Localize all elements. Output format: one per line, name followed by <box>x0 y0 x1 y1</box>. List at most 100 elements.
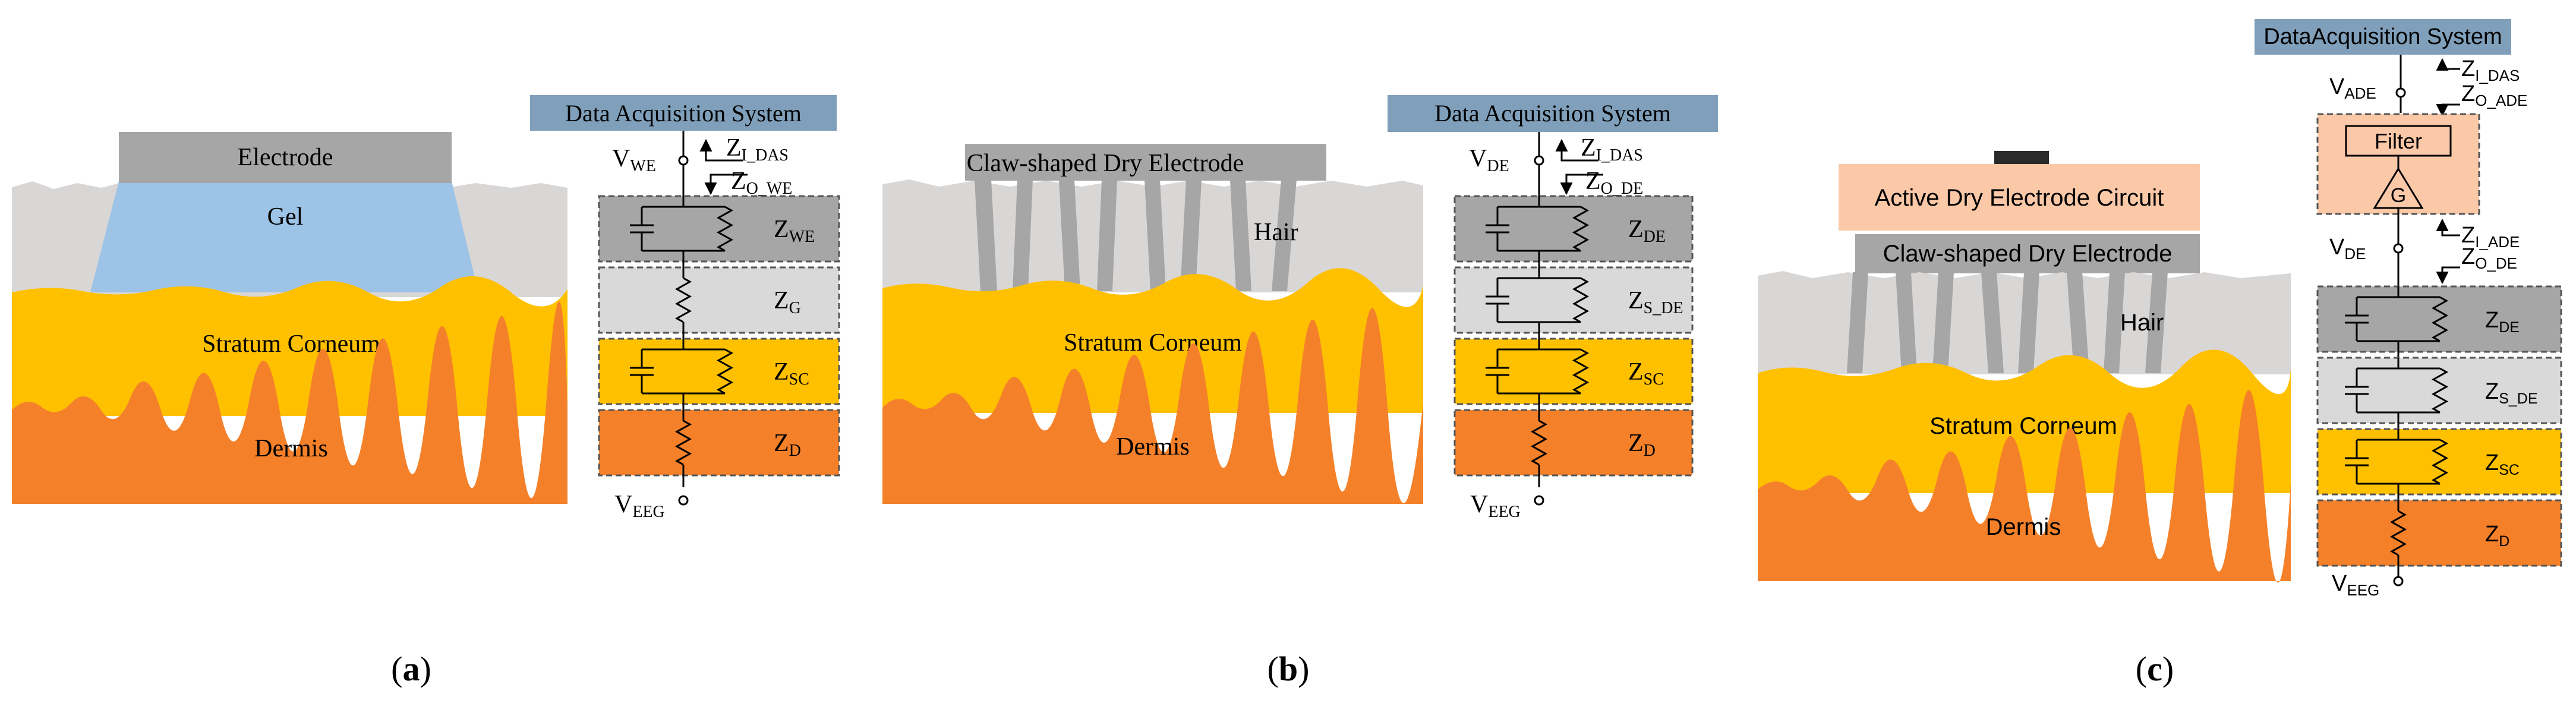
impedance-label: ZSC <box>774 358 809 389</box>
gain-label: G <box>2391 184 2406 207</box>
impedance-label: ZWE <box>774 216 815 246</box>
caption-b: (b) <box>1267 650 1310 688</box>
impedance-label: ZSC <box>2485 450 2520 478</box>
impedance-box-we: ZWE <box>598 195 840 263</box>
hair-label-c: Hair <box>2120 310 2164 336</box>
impedance-box-s-de: ZS_DE <box>2316 357 2562 424</box>
caption-a: (a) <box>391 650 431 688</box>
hair-strand <box>2067 272 2089 373</box>
panel-a: Electrode Gel Stratum Corneum Dermis Dat… <box>12 95 840 688</box>
impedance-label: ZS_DE <box>1628 287 1683 317</box>
v-ade-label: VADE <box>2329 74 2376 102</box>
node-v-eeg-a <box>678 495 689 506</box>
impedance-label: ZDE <box>2485 308 2520 336</box>
impedance-label: ZS_DE <box>2485 379 2538 407</box>
node-v-eeg-b <box>1534 495 1544 506</box>
impedance-box-d: ZD <box>598 409 840 477</box>
node-v-ade <box>2395 87 2406 98</box>
z-i-das-label-c: ZI_DAS <box>2461 56 2520 84</box>
impedance-box-g: ZG <box>598 266 840 334</box>
hair-strand <box>1013 179 1033 291</box>
hair-strand <box>1896 272 1917 373</box>
panel-c: Active Dry Electrode Circuit Claw-shaped… <box>1758 19 2562 688</box>
hair-strand <box>2018 272 2039 373</box>
hair-strand <box>2104 272 2125 373</box>
z-o-de-label-b: ZO_DE <box>1585 168 1643 198</box>
active-circuit-block <box>1839 164 2200 231</box>
stratum-corneum-layer-b <box>882 268 1423 413</box>
das-box-a <box>530 95 837 131</box>
das-label-c: DataAcquisition System <box>2263 24 2502 49</box>
hair-strand <box>1981 272 2004 373</box>
z-o-we-label: ZO_WE <box>731 168 792 198</box>
node-v-de-c <box>2393 243 2404 254</box>
impedance-label: ZD <box>774 430 801 460</box>
gel-layer <box>90 181 478 292</box>
panel-b: Claw-shaped Dry Electrode Hair Stratum C… <box>882 95 1718 688</box>
gel-label: Gel <box>267 203 304 231</box>
hair-strand <box>1097 179 1117 291</box>
dermis-label-c: Dermis <box>1986 514 2061 540</box>
das-label-b: Data Acquisition System <box>1434 100 1671 127</box>
node-v-de-b <box>1534 155 1544 166</box>
electrode-label-c: Claw-shaped Dry Electrode <box>1883 241 2173 267</box>
das-box-c <box>2255 19 2511 55</box>
active-circuit-label: Active Dry Electrode Circuit <box>1875 185 2164 211</box>
stratum-corneum-label-b: Stratum Corneum <box>1064 329 1242 357</box>
stratum-corneum-label-c: Stratum Corneum <box>1929 413 2117 439</box>
impedance-box-sc: ZSC <box>598 338 840 405</box>
impedance-label: ZDE <box>1628 216 1666 246</box>
dermis-label-a: Dermis <box>254 435 328 462</box>
dermis-layer-b <box>882 308 1423 504</box>
hair-strand <box>1230 179 1251 291</box>
hair-strand <box>1059 179 1080 291</box>
v-de-label-b: VDE <box>1469 145 1509 175</box>
electrode-label-a: Electrode <box>238 144 333 171</box>
hair-strand <box>1144 179 1166 291</box>
hair-strand <box>975 179 997 291</box>
stratum-corneum-layer-c <box>1758 349 2291 493</box>
impedance-box-sc: ZSC <box>1453 338 1694 405</box>
impedance-box-sc: ZSC <box>2316 428 2562 496</box>
caption-c: (c) <box>2136 650 2174 688</box>
dermis-layer-a <box>12 301 567 504</box>
hair-strand <box>2145 272 2168 373</box>
electrode-block-c <box>1855 234 2200 273</box>
hair-label-b: Hair <box>1254 219 1298 246</box>
node-v-eeg-c <box>2393 576 2404 587</box>
hair-strand <box>1847 272 1868 373</box>
filter-label: Filter <box>2375 129 2422 153</box>
stratum-corneum-layer-a <box>12 276 567 416</box>
impedance-label: ZSC <box>1628 358 1664 389</box>
hair-strand <box>1272 179 1297 291</box>
electrode-block-b <box>965 144 1326 181</box>
connector-nub <box>1994 151 2049 165</box>
z-i-ade-label: ZI_ADE <box>2461 223 2520 251</box>
electrode-block-a <box>119 132 452 183</box>
impedance-box-d: ZD <box>1453 409 1694 477</box>
das-box-b <box>1388 95 1718 132</box>
z-o-ade-label: ZO_ADE <box>2461 81 2527 109</box>
v-eeg-label-c: VEEG <box>2332 571 2379 599</box>
v-de-label-c: VDE <box>2329 235 2366 263</box>
hair-strand <box>1180 179 1202 291</box>
z-o-de-label-c: ZO_DE <box>2461 244 2517 272</box>
node-v-we <box>678 155 689 166</box>
dermis-layer-c <box>1758 390 2291 583</box>
z-i-das-label-b: ZI_DAS <box>1581 134 1643 165</box>
stratum-corneum-label-a: Stratum Corneum <box>202 330 380 358</box>
impedance-box-de: ZDE <box>1453 195 1694 263</box>
electrode-label-b: Claw-shaped Dry Electrode <box>967 150 1244 177</box>
dermis-label-b: Dermis <box>1116 433 1190 461</box>
hair-strand <box>1932 272 1954 373</box>
z-i-das-label-a: ZI_DAS <box>726 134 789 165</box>
das-label-a: Data Acquisition System <box>565 100 802 127</box>
impedance-label: ZD <box>2485 522 2509 550</box>
v-eeg-label-b: VEEG <box>1470 491 1521 521</box>
v-eeg-label-a: VEEG <box>614 491 665 521</box>
impedance-label: ZD <box>1628 430 1656 460</box>
impedance-box-s-de: ZS_DE <box>1453 266 1694 334</box>
impedance-label: ZG <box>774 287 801 317</box>
v-we-label: VWE <box>612 145 656 175</box>
impedance-box-de: ZDE <box>2316 285 2562 353</box>
